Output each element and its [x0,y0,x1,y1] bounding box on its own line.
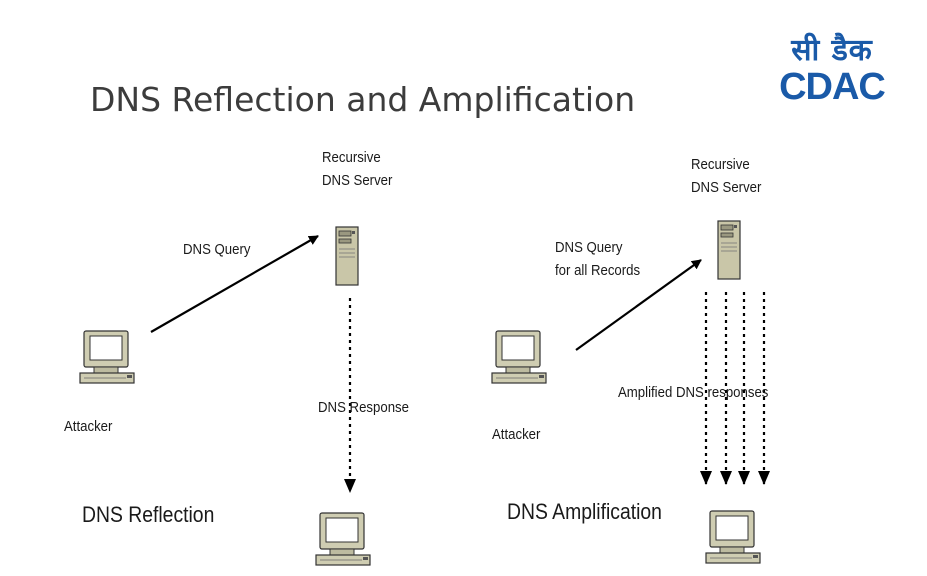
amplification-caption: DNS Amplification [507,499,662,524]
logo-english-text: CDAC [779,66,886,108]
amplification-query-arrow [575,259,702,351]
amplification-victim-computer-icon [705,510,761,564]
reflection-victim-computer-icon [315,512,371,566]
reflection-attacker-computer-icon [79,330,135,384]
logo-hindi-text: सी डैक [791,33,873,68]
amplification-attacker-computer-icon [491,330,547,384]
slide-title: DNS Reflection and Amplification [90,80,636,119]
reflection-server-label-line1: Recursive [322,149,381,166]
reflection-query-arrow [150,235,319,333]
reflection-caption: DNS Reflection [82,502,215,527]
reflection-server-icon [335,226,359,286]
amplification-response-label: Amplified DNS responses [618,384,769,401]
reflection-server-label-line2: DNS Server [322,172,393,189]
cdac-logo: सी डैक CDAC [774,28,894,118]
amplification-query-label-line2: for all Records [555,262,641,279]
amplification-server-icon [717,220,741,280]
amplification-attacker-label: Attacker [492,426,541,443]
reflection-query-label: DNS Query [183,241,251,258]
reflection-response-label: DNS Response [318,399,409,416]
amplification-query-label-line1: DNS Query [555,239,623,256]
amplification-server-label-line1: Recursive [691,156,750,173]
reflection-attacker-label: Attacker [64,418,113,435]
amplification-server-label-line2: DNS Server [691,179,762,196]
